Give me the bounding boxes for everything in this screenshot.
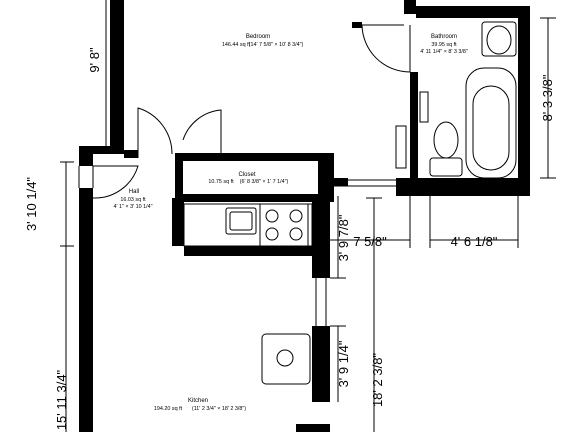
- dim-bath-right: 8' 3 3/8": [540, 74, 555, 121]
- closet-door-stub: [211, 153, 221, 161]
- hall-left-wall: [79, 188, 93, 432]
- kitchen-counter: [183, 203, 313, 247]
- hall-area: 16.03 sq ft: [120, 197, 146, 203]
- kitchen-bottom-wall: [296, 424, 330, 432]
- bedroom-name: Bedroom: [246, 34, 270, 40]
- bedroom-left-wall-return: [93, 146, 124, 154]
- hall-dims: 4' 1" × 3' 10 1/4": [113, 204, 152, 210]
- kitchen-left-partition: [172, 198, 184, 246]
- kitchen-sink: [225, 207, 257, 235]
- bathroom-right-wall: [518, 6, 530, 196]
- bathroom-sink-basin: [486, 25, 512, 55]
- appliance-dial: [276, 349, 294, 367]
- kitchen-counter-edge: [184, 246, 312, 256]
- bedroom-left-wall: [110, 0, 124, 150]
- stove: [259, 203, 309, 247]
- bath-radiator: [395, 125, 407, 169]
- kitchen-right-wall-top: [312, 196, 330, 278]
- bathroom-dims: 4' 11 1/4" × 8' 3 3/8": [420, 49, 468, 55]
- kitchen-right-wall-mid: [312, 326, 330, 402]
- toilet-bowl: [433, 121, 459, 159]
- doors: [92, 24, 411, 199]
- bathroom-area: 39.95 sq ft: [431, 42, 457, 48]
- bathroom-door-swing: [361, 24, 411, 73]
- kitchen-name: Kitchen: [188, 398, 208, 404]
- bathroom-vanity: [481, 21, 517, 57]
- closet-door-swing: [182, 109, 222, 153]
- dimension-labels: 9' 8" 3' 10 1/4" 15' 11 3/4" 8' 3 3/8" 4…: [24, 47, 555, 430]
- bath-corner-block: [334, 178, 348, 186]
- closet-bottom-wall: [183, 194, 320, 202]
- bedroom-area: 146.44 sq ft: [222, 42, 251, 48]
- dim-passage: 7 5/8": [353, 234, 387, 249]
- hall-entry-door-swing: [92, 165, 139, 199]
- dimension-lines: [60, 0, 556, 432]
- walls: [79, 0, 530, 432]
- bath-shelf: [419, 91, 429, 123]
- bedroom-door-swing: [137, 107, 173, 158]
- dim-wall-seg-mid: 3' 9 1/4": [336, 340, 351, 387]
- dim-kitchen-right: 18' 2 3/8": [370, 353, 385, 407]
- fixtures: [183, 21, 517, 385]
- dim-hall-left: 3' 10 1/4": [24, 177, 39, 231]
- closet-area: 10.75 sq ft: [208, 179, 234, 185]
- bathtub-inner: [472, 85, 510, 171]
- bedroom-door-jamb: [124, 150, 138, 158]
- bathroom-bottom-left-stub: [396, 178, 416, 192]
- bathroom-name: Bathroom: [431, 34, 457, 40]
- bedroom-dims: (14' 7 5/8" × 10' 8 3/4"): [249, 42, 304, 48]
- center-partition-wall: [318, 153, 334, 202]
- kitchen-appliance: [261, 333, 311, 385]
- hall-left-jamb: [79, 146, 93, 166]
- room-labels: Bedroom 146.44 sq ft (14' 7 5/8" × 10' 8…: [113, 34, 467, 412]
- closet-top-wall: [175, 153, 320, 161]
- dim-bedroom-left: 9' 8": [87, 47, 102, 73]
- windows: [78, 24, 404, 326]
- closet-name: Closet: [238, 172, 255, 178]
- kitchen-dims: (11' 2 3/4" × 18' 2 3/8"): [192, 406, 246, 412]
- bedroom-right-wall-top: [352, 22, 362, 28]
- bathroom-bottom-wall: [396, 178, 530, 196]
- dim-kitchen-left: 15' 11 3/4": [54, 369, 69, 430]
- closet-dims: (6' 8 3/8" × 1' 7 1/4"): [240, 179, 289, 185]
- kitchen-sink-basin: [229, 211, 253, 231]
- bathroom-top-wall: [416, 6, 530, 18]
- dim-bath-bottom: 4' 6 1/8": [451, 234, 498, 249]
- toilet-tank: [429, 157, 463, 177]
- bathroom-door-jamb-top: [404, 0, 416, 14]
- bathroom-left-wall: [410, 72, 418, 192]
- hall-name: Hall: [129, 189, 139, 195]
- kitchen-area: 194.20 sq ft: [154, 406, 183, 412]
- dim-wall-seg-top: 3' 9 7/8": [336, 214, 351, 261]
- bathtub: [465, 67, 517, 179]
